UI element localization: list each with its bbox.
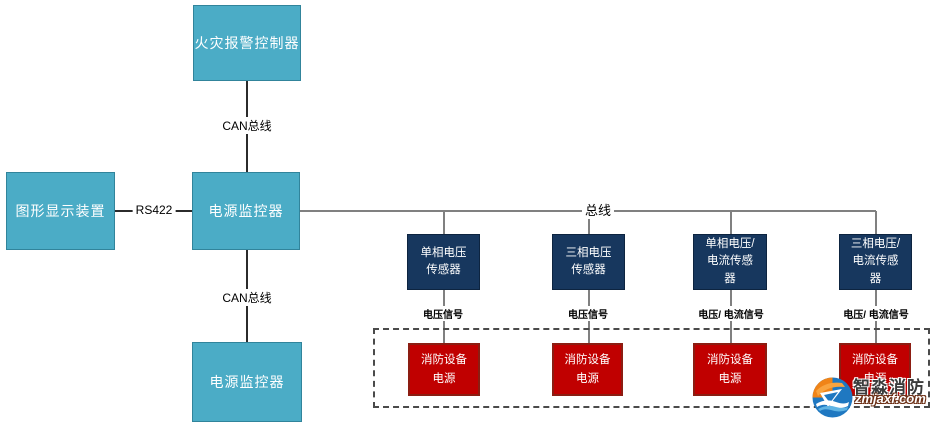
brand-url-watermark: zmjaxf.com (855, 391, 926, 406)
brand-logo-icon (812, 377, 853, 418)
edge-label-voltage-current-signal-1: 电压/ 电流信号 (695, 306, 767, 321)
edge-label-rs422: RS422 (132, 203, 176, 217)
edge-bus-to-sensor-1 (443, 211, 445, 234)
node-sensor-three-phase-voltage: 三相电压 传感器 (552, 234, 625, 290)
edge-label-voltage-signal-1: 电压信号 (420, 306, 466, 321)
monitored-power-group-outline (373, 328, 930, 408)
node-sensor-single-phase-voltage: 单相电压 传感器 (407, 234, 480, 290)
edge-label-can-bus-top: CAN总线 (219, 117, 275, 134)
node-power-monitor-top: 电源监控器 (192, 172, 300, 250)
edge-label-voltage-current-signal-2: 电压/ 电流信号 (840, 306, 912, 321)
node-power-monitor-bottom: 电源监控器 (192, 342, 302, 422)
node-sensor-three-phase-voltage-current: 三相电压/ 电流传感 器 (839, 234, 912, 290)
node-graphic-display-device: 图形显示装置 (6, 172, 115, 250)
node-fire-equipment-power-1: 消防设备 电源 (408, 343, 480, 396)
node-fire-equipment-power-2: 消防设备 电源 (552, 343, 623, 396)
edge-label-voltage-signal-2: 电压信号 (565, 306, 611, 321)
brand-name-watermark: 智淼消防 (853, 378, 925, 397)
node-fire-alarm-controller: 火灾报警控制器 (193, 5, 301, 81)
edge-label-can-bus-bottom: CAN总线 (219, 289, 275, 306)
node-fire-equipment-power-3: 消防设备 电源 (693, 343, 767, 396)
edge-label-bus: 总线 (581, 200, 615, 219)
edge-bus-to-sensor-4 (875, 211, 877, 234)
node-sensor-single-phase-voltage-current: 单相电压/ 电流传感 器 (693, 234, 767, 290)
edge-bus-to-sensor-2 (588, 211, 590, 234)
edge-bus-to-sensor-3 (730, 211, 732, 234)
node-fire-equipment-power-4: 消防设备 电源 (839, 343, 911, 396)
